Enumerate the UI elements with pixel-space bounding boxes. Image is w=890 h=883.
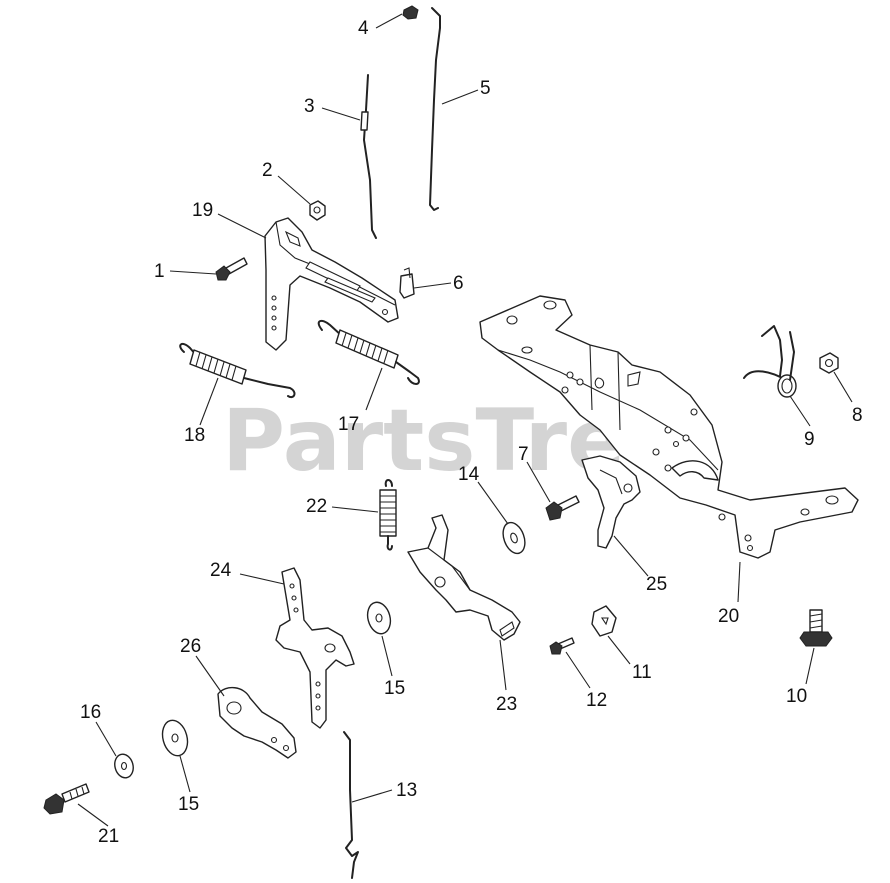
part-26-plate[interactable] — [217, 687, 297, 759]
part-6-clip[interactable] — [399, 267, 415, 299]
callout-6[interactable]: 6 — [453, 273, 464, 294]
callout-5[interactable]: 5 — [480, 78, 491, 99]
callout-21[interactable]: 21 — [98, 826, 119, 847]
callout-25[interactable]: 25 — [646, 574, 667, 595]
part-15-washer-lower[interactable] — [159, 718, 191, 759]
part-18-spring[interactable] — [179, 342, 296, 398]
part-25-bracket[interactable] — [581, 455, 641, 549]
part-15-washer-upper[interactable] — [364, 600, 394, 637]
part-16-washer-small[interactable] — [112, 752, 136, 780]
part-11-clip[interactable] — [591, 605, 617, 637]
part-13-rod[interactable] — [343, 731, 359, 879]
callout-2[interactable]: 2 — [262, 160, 273, 181]
callout-1[interactable]: 1 — [154, 261, 165, 282]
callout-17[interactable]: 17 — [338, 414, 359, 435]
part-4-fastener[interactable] — [402, 5, 419, 20]
part-22-spring[interactable] — [379, 479, 397, 551]
part-7-bolt[interactable] — [545, 495, 580, 521]
part-5-link[interactable] — [429, 7, 441, 211]
part-23-lever-bracket[interactable] — [407, 514, 521, 641]
callout-3[interactable]: 3 — [304, 96, 315, 117]
leader-lines — [77, 13, 853, 827]
part-21-bolt[interactable] — [43, 783, 90, 815]
callout-20[interactable]: 20 — [718, 606, 739, 627]
part-17-spring[interactable] — [317, 319, 420, 385]
callout-7[interactable]: 7 — [518, 444, 529, 465]
callout-23[interactable]: 23 — [496, 694, 517, 715]
callout-4[interactable]: 4 — [358, 18, 369, 39]
callout-24[interactable]: 24 — [210, 560, 232, 581]
part-3-rod[interactable] — [360, 74, 377, 239]
part-8-nut[interactable] — [819, 352, 839, 374]
part-9-torsion-spring[interactable] — [743, 325, 797, 398]
callout-15-upper[interactable]: 15 — [384, 678, 405, 699]
part-14-washer[interactable] — [499, 520, 529, 557]
part-2-nut[interactable] — [309, 200, 326, 221]
callout-10[interactable]: 10 — [786, 686, 807, 707]
callout-18[interactable]: 18 — [184, 425, 205, 446]
part-19-governor-lever[interactable] — [264, 217, 399, 351]
part-24-lever[interactable] — [275, 567, 355, 729]
part-12-screw[interactable] — [549, 637, 575, 655]
callout-9[interactable]: 9 — [804, 429, 815, 450]
callout-13[interactable]: 13 — [396, 780, 417, 801]
callout-11[interactable]: 11 — [632, 662, 652, 683]
callout-22[interactable]: 22 — [306, 496, 327, 517]
part-1-bolt[interactable] — [215, 257, 248, 281]
part-20-control-plate[interactable] — [479, 295, 859, 559]
callout-15-lower[interactable]: 15 — [178, 794, 199, 815]
callout-8[interactable]: 8 — [852, 405, 863, 426]
callout-14[interactable]: 14 — [458, 464, 480, 485]
callout-16[interactable]: 16 — [80, 702, 101, 723]
callout-labels: 4 5 3 2 19 1 6 17 18 8 9 7 14 25 22 24 2… — [80, 18, 863, 847]
callout-12[interactable]: 12 — [586, 690, 607, 711]
callout-26[interactable]: 26 — [180, 636, 201, 657]
callout-19[interactable]: 19 — [192, 200, 213, 221]
part-10-flange-bolt[interactable] — [799, 609, 833, 647]
